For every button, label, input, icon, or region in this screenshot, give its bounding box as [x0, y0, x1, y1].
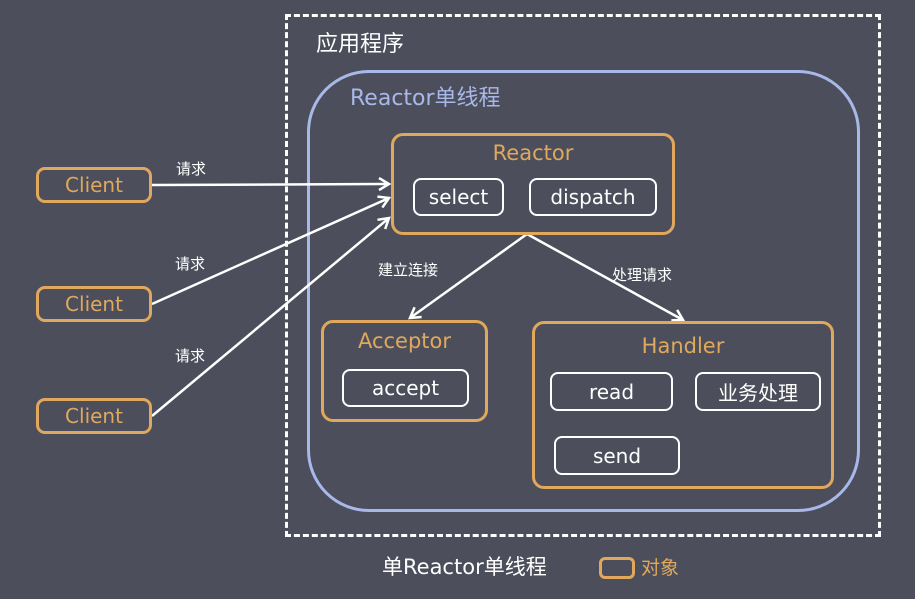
reactor-object: Reactor select dispatch — [391, 133, 675, 235]
request-label-3: 请求 — [175, 347, 206, 365]
method-business-logic: 业务处理 — [695, 372, 821, 411]
method-send: send — [554, 436, 680, 475]
application-label: 应用程序 — [316, 32, 405, 57]
arrow-client1-to-reactor — [151, 184, 389, 185]
arrow-client3-to-reactor — [151, 218, 389, 417]
client-3: Client — [36, 398, 152, 434]
method-accept: accept — [342, 369, 469, 407]
client-2: Client — [36, 286, 152, 322]
client-1-label: Client — [65, 173, 123, 197]
method-read: read — [550, 372, 673, 411]
handler-title: Handler — [641, 334, 725, 358]
handler-object: Handler read 业务处理 send — [532, 321, 834, 489]
client-1: Client — [36, 167, 152, 203]
arrow-client2-to-reactor — [151, 198, 389, 306]
legend-object-swatch — [599, 557, 635, 579]
application-boundary — [285, 14, 881, 537]
reactor-thread-boundary — [307, 70, 860, 512]
edge-label-connect: 建立连接 — [378, 261, 439, 279]
method-dispatch: dispatch — [529, 178, 657, 216]
edge-label-handle: 处理请求 — [612, 266, 673, 284]
reactor-title: Reactor — [492, 141, 574, 165]
request-label-1: 请求 — [176, 160, 207, 178]
client-3-label: Client — [65, 404, 123, 428]
arrow-reactor-to-handler — [526, 232, 683, 320]
request-label-2: 请求 — [175, 255, 206, 273]
method-select: select — [413, 178, 504, 216]
legend-object-label: 对象 — [641, 557, 680, 579]
client-2-label: Client — [65, 292, 123, 316]
acceptor-object: Acceptor accept — [321, 320, 488, 422]
reactor-thread-label: Reactor单线程 — [350, 86, 501, 111]
arrow-reactor-to-acceptor — [410, 232, 528, 318]
acceptor-title: Acceptor — [357, 329, 452, 353]
diagram-title: 单Reactor单线程 — [382, 555, 547, 579]
